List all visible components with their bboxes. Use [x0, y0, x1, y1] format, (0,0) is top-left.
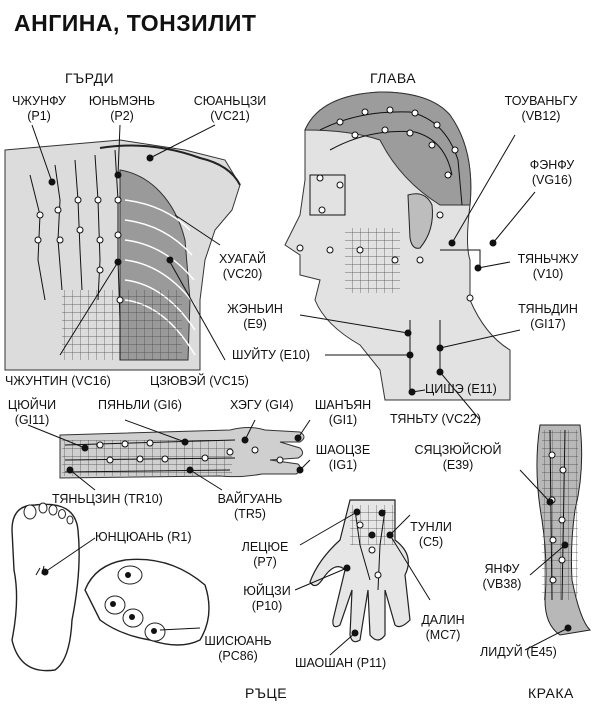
chest-meridians: [29, 149, 121, 360]
leader-lines: [27, 124, 569, 656]
label-p2: ЮНЬМЭНЬ(P2): [88, 94, 156, 123]
page-title: АНГИНА, ТОНЗИЛИТ: [14, 10, 257, 36]
label-e10: ШУЙТУ (E10): [232, 348, 311, 362]
label-p11: ШАОШАН (P11): [295, 656, 387, 670]
head-meridians: [309, 111, 481, 390]
label-p1: ЧЖУНФУ(P1): [12, 94, 66, 123]
label-ig1: ШАОЦЗЕ(IG1): [315, 443, 371, 472]
chest-figure: [4, 139, 241, 371]
section-chest: ГЪРДИ: [65, 70, 115, 86]
label-vg16: ФЭНФУ(VG16): [529, 158, 575, 187]
label-gi4: ХЭГУ (GI4): [230, 398, 294, 412]
label-e45: ЛИДУЙ (E45): [480, 645, 557, 659]
label-e39: СЯЦЗЮЙСЮЙ(E39): [414, 443, 502, 472]
label-vc20: ХУАГАЙ(VC20): [218, 252, 267, 281]
label-gi11: ЦЮЙЧИ(GI11): [7, 398, 57, 427]
fist: [84, 558, 210, 646]
face-grid: [345, 228, 400, 293]
label-pc86: ШИСЮАНЬ(PC86): [204, 634, 272, 663]
label-tr10: ТЯНЬЦЗИН (TR10): [52, 492, 163, 506]
label-e11: ЦИШЭ (E11): [425, 382, 497, 396]
label-vc21: СЮАНЬЦЗИ(VC21): [193, 94, 267, 123]
section-head: ГЛАВА: [370, 70, 417, 86]
label-p10: ЮЙЦЗИ(P10): [243, 584, 291, 613]
label-p7: ЛЕЦЮЕ(P7): [241, 540, 289, 569]
label-r1: ЮНЦЮАНЬ (R1): [95, 530, 192, 544]
hand-figure: [309, 499, 411, 643]
label-tr5: ВАЙГУАНЬ(TR5): [217, 492, 283, 521]
section-hands: РЪЦЕ: [245, 685, 288, 701]
leg-figure: [536, 424, 592, 636]
head-figure: [284, 91, 511, 401]
label-vc22: ТЯНЬТУ (VC22): [390, 412, 482, 426]
fingertip-points: [110, 572, 157, 634]
arm-points: [96, 439, 284, 464]
section-legs: КРАКА: [528, 685, 574, 701]
label-gi17: ТЯНЬДИН(GI17): [518, 302, 578, 331]
label-vb38: ЯНФУ(VB38): [482, 562, 522, 591]
chest-points: [34, 196, 124, 304]
label-e9: ЖЭНЬИН(E9): [227, 302, 283, 331]
label-v10: ТЯНЬЧЖУ(V10): [517, 252, 579, 281]
label-c5: ТУНЛИ(C5): [410, 520, 452, 549]
label-vc16: ЧЖУНТИН (VC16): [5, 374, 111, 388]
label-mc7: ДАЛИН(MC7): [421, 613, 465, 642]
label-vb12: ТОУВАНЬГУ(VB12): [504, 94, 578, 123]
hand-points: [356, 521, 382, 579]
leg-grid: [542, 430, 578, 600]
arm-figure: [59, 427, 305, 479]
label-gi6: ПЯНЬЛИ (GI6): [98, 398, 182, 412]
label-gi1: ШАНЪЯН(GI1): [314, 398, 372, 427]
head-points: [296, 106, 474, 302]
foot-sole: [11, 502, 80, 672]
label-vc15: ЦЗЮВЭЙ (VC15): [150, 374, 249, 388]
